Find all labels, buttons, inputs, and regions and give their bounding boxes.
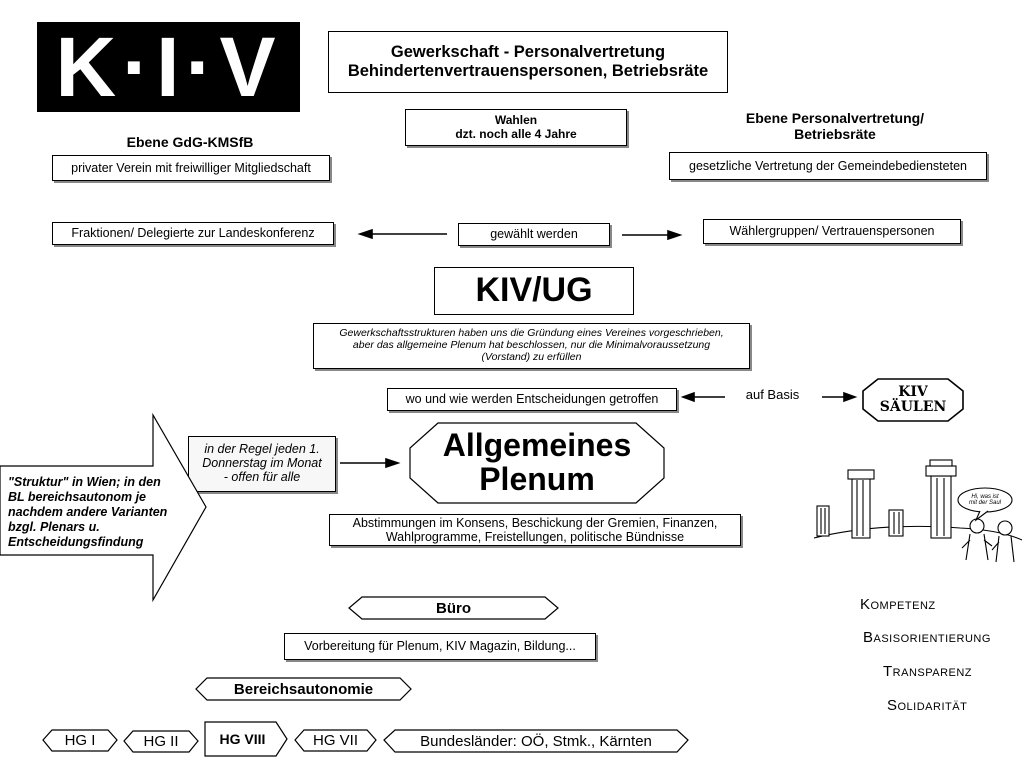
plenum-title: Allgemeines Plenum — [410, 423, 664, 503]
arrow-to-pillars-head — [843, 391, 858, 403]
value-competence: Kompetenz — [860, 596, 936, 613]
kivug-box: KIV/UG — [434, 267, 634, 315]
meeting-schedule-box: in der Regel jeden 1. Donnerstag im Mona… — [188, 436, 336, 492]
office-description: Vorbereitung für Plenum, KIV Magazin, Bi… — [304, 639, 576, 654]
office-title: Büro — [436, 599, 471, 617]
arrow-to-factions-head — [357, 228, 373, 240]
value-solidarity: Solidarität — [887, 697, 968, 714]
factions-box: Fraktionen/ Delegierte zur Landeskonfere… — [52, 222, 334, 245]
decisions-box: wo und wie werden Entscheidungen getroff… — [387, 388, 677, 411]
based-on-label: auf Basis — [745, 387, 800, 402]
meeting-schedule-line-2: Donnerstag im Monat — [202, 456, 322, 471]
voter-groups-label: Wählergruppen/ Vertrauenspersonen — [729, 224, 935, 239]
tag-hg-ii-shape — [123, 730, 199, 753]
tag-hg-i: HG I — [64, 732, 96, 749]
structure-line-3: nachdem andere Varianten — [8, 504, 168, 519]
value-transparency: Transparenz — [883, 663, 973, 680]
structure-line-1: "Struktur" in Wien; in den — [8, 474, 161, 489]
gdg-description-box: privater Verein mit freiwilliger Mitglie… — [52, 155, 330, 181]
speech-line-2: mit der Saul — [968, 500, 1001, 506]
tag-hg-vii: HG VII — [312, 732, 358, 749]
votes-line-1: Abstimmungen im Konsens, Beschickung der… — [352, 515, 718, 530]
decisions-label: wo und wie werden Entscheidungen getroff… — [405, 392, 659, 407]
elected-box: gewählt werden — [458, 223, 610, 246]
votes-box: Abstimmungen im Konsens, Beschickung der… — [329, 514, 741, 546]
plenum-line-2: Plenum — [479, 461, 595, 497]
meeting-schedule-line-1: in der Regel jeden 1. — [204, 442, 320, 457]
meeting-schedule-line-3: - offen für alle — [223, 469, 301, 484]
factions-label: Fraktionen/ Delegierte zur Landeskonfere… — [71, 226, 315, 241]
structure-note-line-2: aber das allgemeine Plenum hat beschloss… — [352, 339, 711, 352]
autonomy-title: Bereichsautonomie — [233, 680, 374, 698]
header-line-1: Gewerkschaft - Personalvertretung — [390, 43, 666, 62]
tag-bundeslaender-shape — [383, 729, 689, 753]
gdg-description: privater Verein mit freiwilliger Mitglie… — [71, 160, 311, 175]
kivug-title: KIV/UG — [475, 271, 593, 310]
kiv-logo-text: K·I·V — [55, 20, 282, 114]
structure-note-line-1: Gewerkschaftsstrukturen haben uns die Gr… — [339, 327, 724, 340]
structure-note-line-3: (Vorstand) zu erfüllen — [481, 350, 582, 363]
tag-hg-vii-shape — [294, 729, 377, 752]
office-description-box: Vorbereitung für Plenum, KIV Magazin, Bi… — [284, 633, 596, 660]
pillars-badge-shape — [862, 378, 964, 422]
kiv-logo: K·I·V — [37, 22, 300, 112]
ruins-illustration — [813, 459, 1023, 563]
pillars-badge: KIV SÄULEN — [863, 379, 963, 421]
elections-interval: dzt. noch alle 4 Jahre — [455, 126, 577, 141]
tag-hg-i-shape — [42, 729, 118, 752]
tag-hg-ii: HG II — [143, 733, 179, 750]
votes-line-2: Wahlprogramme, Freistellungen, politisch… — [385, 530, 685, 544]
arrow-to-voter-groups-head — [667, 229, 683, 241]
staff-council-description-box: gesetzliche Vertretung der Gemeindebedie… — [669, 152, 987, 180]
plenum-shape — [409, 422, 665, 504]
staff-council-title-line-2: Betriebsräte — [794, 126, 876, 143]
speech-line-1: Hi, was ist — [971, 494, 999, 500]
structure-arrow-text: "Struktur" in Wien; in den BL bereichsau… — [8, 472, 193, 552]
structure-line-4: bzgl. Plenars u. — [8, 519, 100, 534]
structure-arrow-shape — [0, 412, 207, 603]
staff-council-description: gesetzliche Vertretung der Gemeindebedie… — [689, 158, 967, 173]
value-grassroots: Basisorientierung — [863, 629, 991, 646]
arrow-to-decisions-head — [680, 391, 695, 403]
staff-council-level-title: Ebene Personalvertretung/ Betriebsräte — [700, 110, 970, 142]
speech-bubble-text: Hi, was ist mit der Saul — [958, 490, 1012, 510]
voter-groups-box: Wählergruppen/ Vertrauenspersonen — [703, 219, 961, 244]
arrow-to-plenum-head — [385, 457, 401, 469]
structure-note-box: Gewerkschaftsstrukturen haben uns die Gr… — [313, 323, 750, 369]
staff-council-title-line-1: Ebene Personalvertretung/ — [745, 110, 925, 126]
autonomy-shape — [195, 677, 412, 701]
tag-bundeslaender: Bundesländer: OÖ, Stmk., Kärnten — [420, 732, 652, 750]
pillars-line-2: SÄULEN — [879, 399, 947, 415]
elected-label: gewählt werden — [490, 227, 578, 242]
structure-line-2: BL bereichsautonom je — [8, 489, 146, 504]
office-shape — [348, 596, 559, 620]
gdg-level-title: Ebene GdG-KMSfB — [126, 134, 254, 150]
tag-hg-viii: HG VIII — [219, 731, 266, 747]
pillars-line-1: KIV — [898, 384, 928, 401]
elections-box: Wahlen dzt. noch alle 4 Jahre — [405, 109, 627, 146]
elections-title: Wahlen — [494, 112, 538, 127]
structure-line-5: Entscheidungsfindung — [8, 534, 144, 549]
tag-hg-viii-shape — [204, 721, 288, 757]
union-header-box: Gewerkschaft - Personalvertretung Behind… — [328, 31, 728, 93]
plenum-line-1: Allgemeines — [442, 427, 632, 464]
header-line-2: Behindertenvertrauenspersonen, Betriebsr… — [347, 62, 709, 80]
